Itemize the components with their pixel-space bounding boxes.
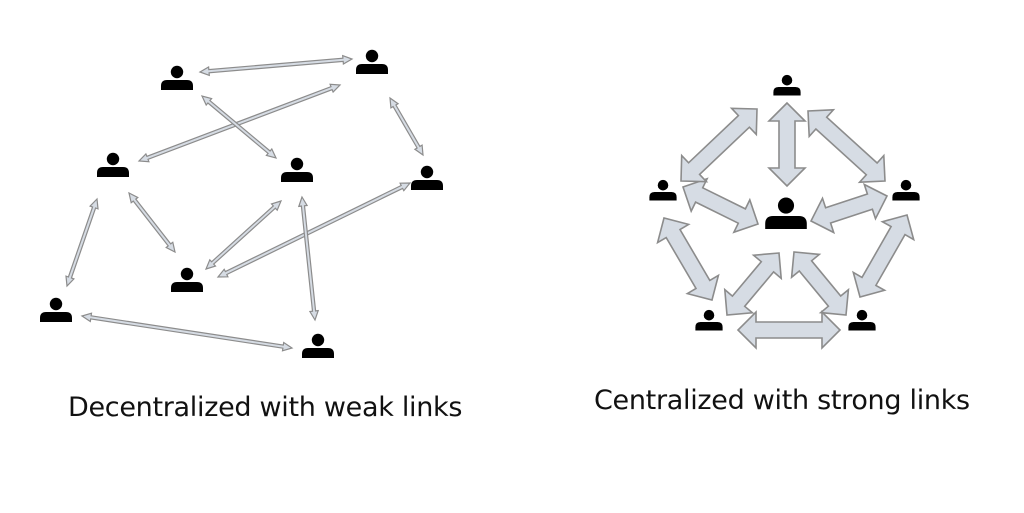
person-head <box>703 309 715 321</box>
person-icon-bottom-left <box>695 309 723 331</box>
strong-link-arrow-right-center <box>809 182 889 235</box>
person-body <box>892 192 920 201</box>
person-body <box>773 87 801 96</box>
strong-link-arrow-bottom-left-bottom-right <box>736 310 842 350</box>
weak-link-arrow-p3-p6 <box>128 191 176 254</box>
centralized-links <box>656 101 915 350</box>
person-icon-bottom-right <box>848 309 876 331</box>
caption-centralized: Centralized with strong links <box>594 385 970 416</box>
person-icon-left <box>649 179 677 201</box>
strong-link-arrow-left-center <box>681 177 760 234</box>
person-body <box>281 172 313 182</box>
weak-link-arrow-p2-p3 <box>137 83 342 163</box>
strong-link-arrow-left-bottom-left <box>656 217 720 301</box>
weak-link-arrow-p7-p8 <box>80 312 294 352</box>
person-head <box>106 152 120 166</box>
person-head <box>311 333 325 347</box>
person-icon-p3 <box>97 152 129 177</box>
decentralized-links <box>65 54 424 352</box>
strong-link-arrow-top-left <box>680 107 758 183</box>
strong-link-arrow-bottom-left-center <box>723 252 783 316</box>
person-icon-p8 <box>302 333 334 358</box>
person-head <box>180 267 194 281</box>
strong-link-arrow-top-right <box>807 108 886 184</box>
weak-link-arrow-p1-p2 <box>198 54 354 77</box>
weak-link-arrow-p4-p6 <box>204 200 283 270</box>
person-head <box>856 309 868 321</box>
centralized-people <box>649 74 920 331</box>
person-head <box>777 197 795 214</box>
person-head <box>781 74 793 86</box>
person-body <box>695 322 723 331</box>
strong-link-arrow-top-center <box>767 101 807 188</box>
weak-link-arrow-p5-p6 <box>216 182 412 278</box>
person-icon-p7 <box>40 297 72 322</box>
person-head <box>290 157 304 171</box>
person-icon-p2 <box>356 49 388 74</box>
strong-link-arrow-bottom-right-center <box>790 251 850 316</box>
strong-link-arrow-right-bottom-right <box>852 214 915 298</box>
person-body <box>848 322 876 331</box>
weak-link-arrow-p3-p7 <box>65 197 99 288</box>
person-icon-top <box>773 74 801 96</box>
person-icon-p5 <box>411 165 443 190</box>
person-head <box>657 179 669 191</box>
person-body <box>302 348 334 358</box>
person-head <box>49 297 63 311</box>
person-body <box>765 216 807 229</box>
person-icon-p4 <box>281 157 313 182</box>
person-body <box>356 64 388 74</box>
person-head <box>170 65 184 79</box>
caption-decentralized: Decentralized with weak links <box>68 392 463 423</box>
decentralized-people <box>40 49 443 358</box>
person-head <box>420 165 434 179</box>
person-body <box>97 167 129 177</box>
weak-link-arrow-p4-p8 <box>297 195 320 322</box>
person-icon-p1 <box>161 65 193 90</box>
person-head <box>365 49 379 63</box>
person-icon-p6 <box>171 267 203 292</box>
person-body <box>649 192 677 201</box>
person-body <box>411 180 443 190</box>
person-head <box>900 179 912 191</box>
person-body <box>40 312 72 322</box>
person-body <box>171 282 203 292</box>
weak-link-arrow-p2-p5 <box>389 96 424 157</box>
person-icon-right <box>892 179 920 201</box>
person-body <box>161 80 193 90</box>
person-icon-center <box>765 197 807 229</box>
weak-link-arrow-p1-p4 <box>200 95 278 159</box>
